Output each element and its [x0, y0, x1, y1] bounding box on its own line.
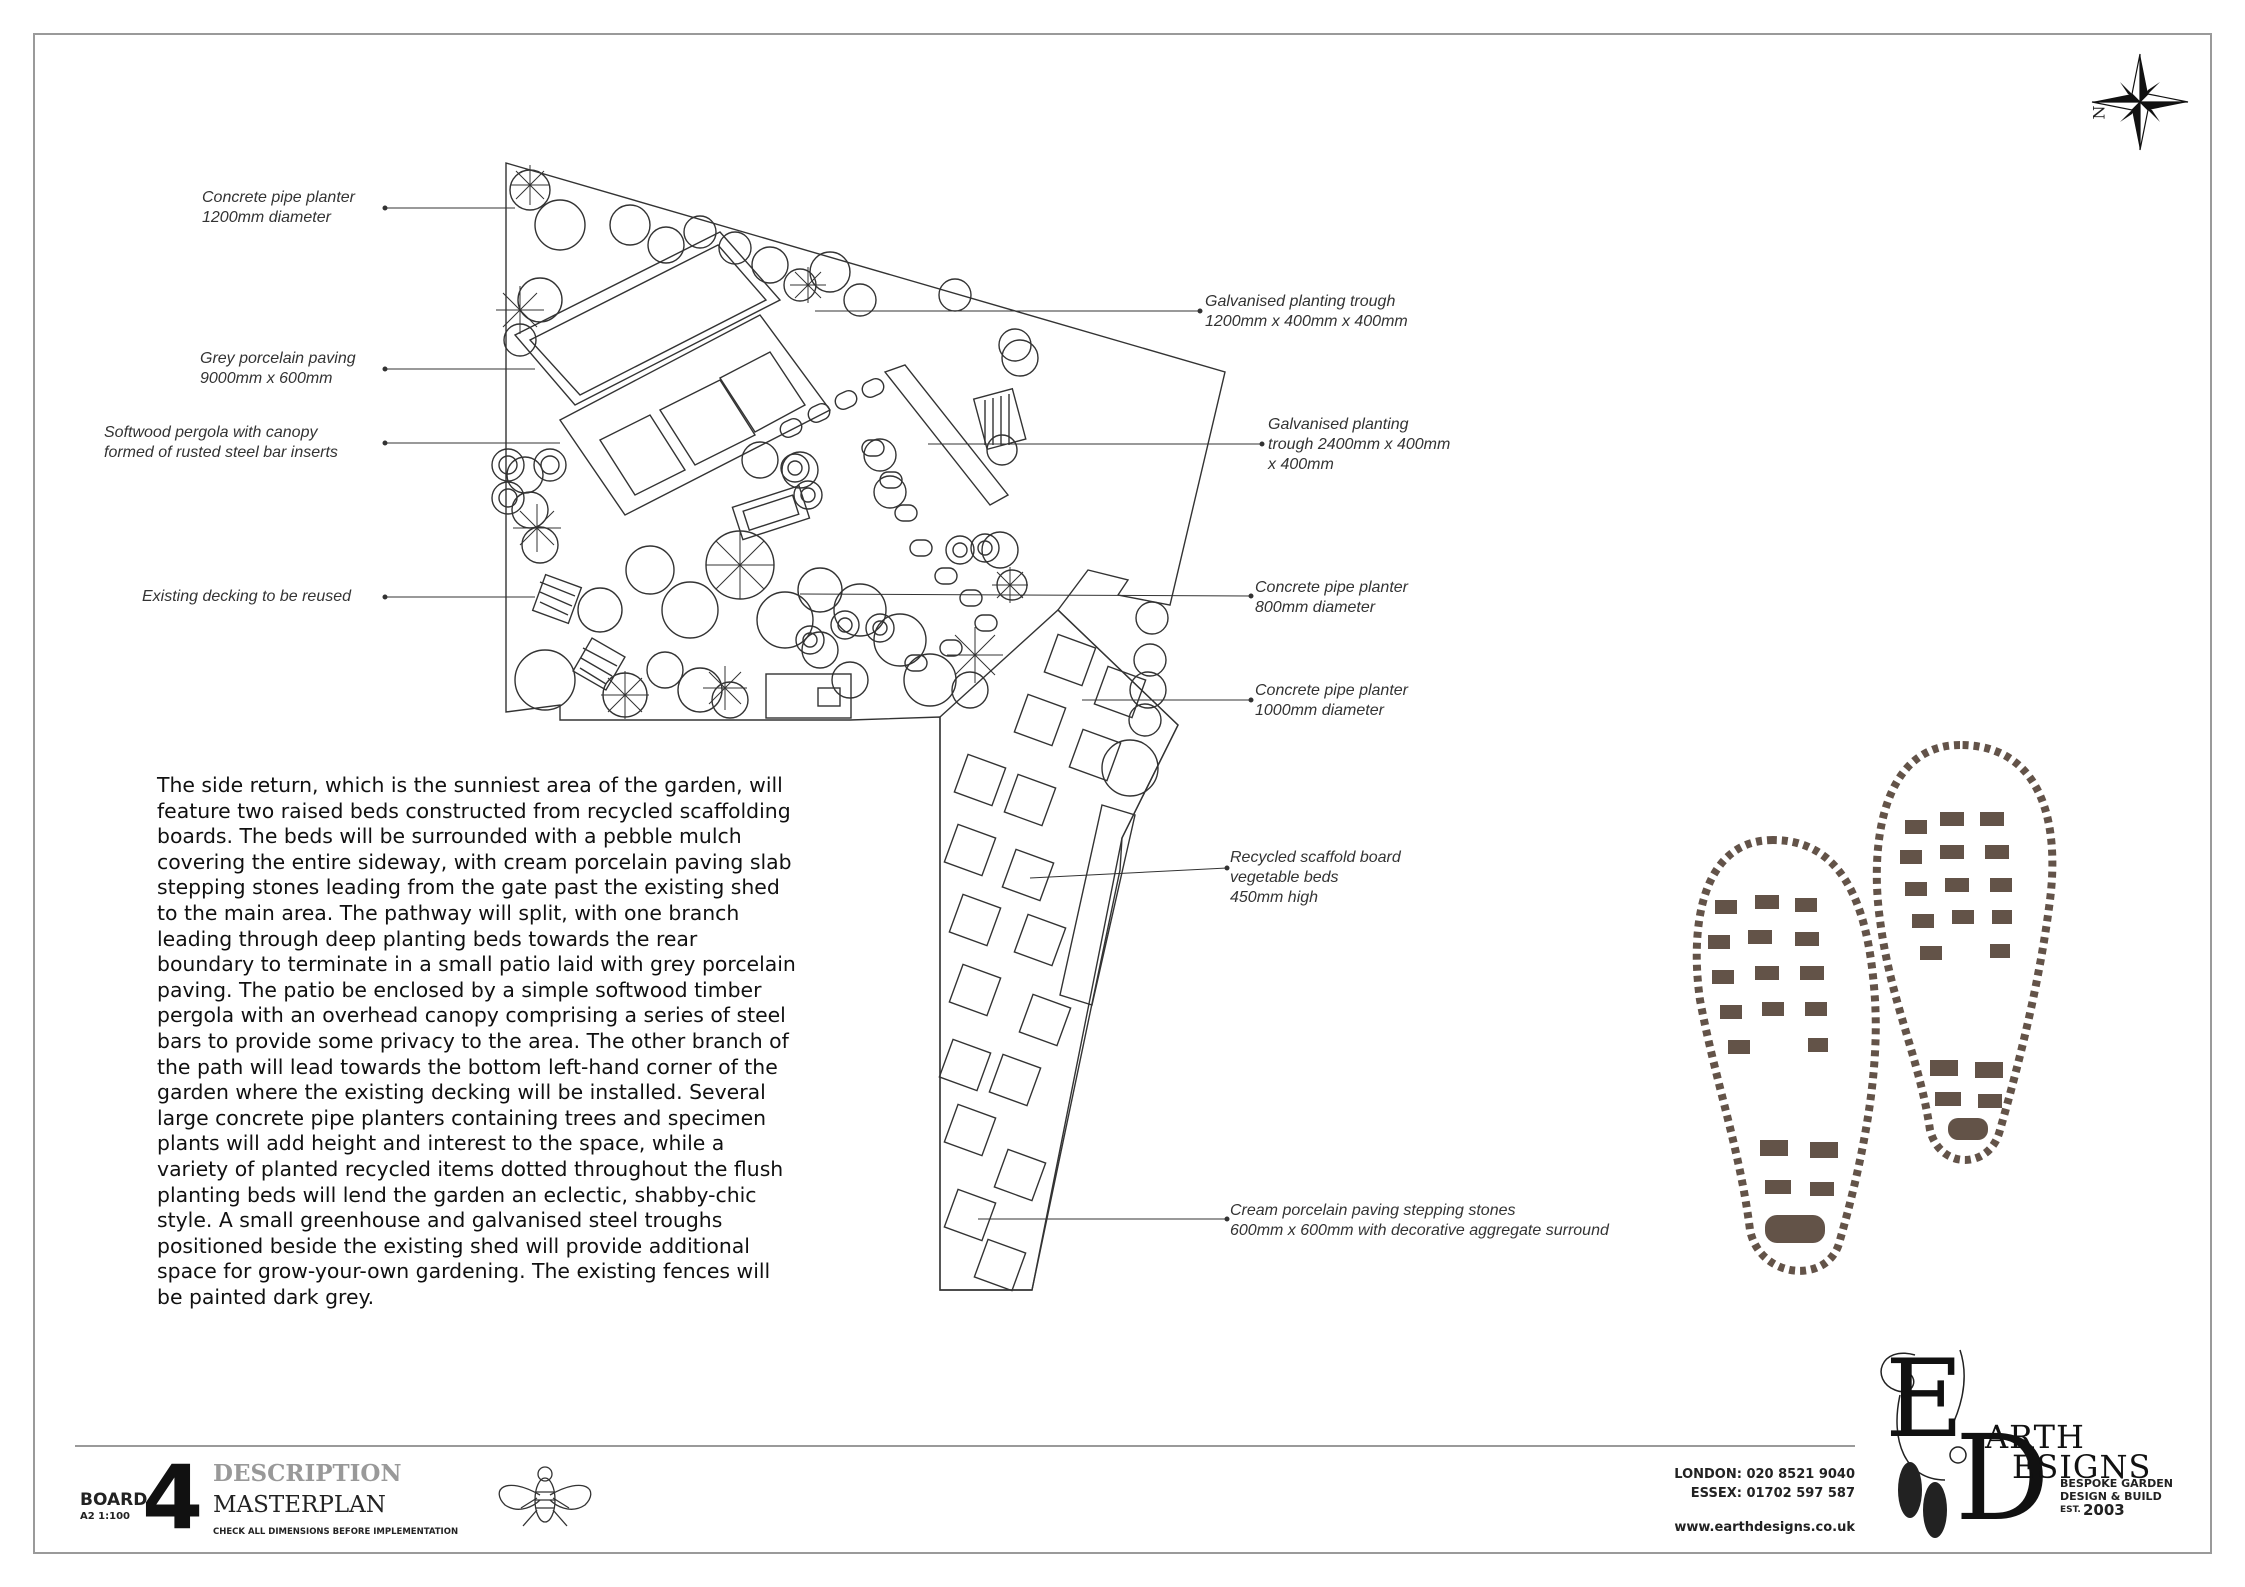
garden-boundary	[505, 162, 1226, 1291]
existing-decking-2	[572, 637, 626, 691]
planter-box	[765, 673, 852, 719]
sheet-title: DESCRIPTION	[213, 1460, 402, 1487]
concrete-pipe-planters	[491, 448, 1000, 655]
specimen-plants	[496, 165, 1028, 719]
brand-tagline-2: DESIGN & BUILD	[2060, 1490, 2162, 1503]
board-scale: A2 1:100	[80, 1511, 131, 1522]
label-scaffold-veg-beds: Recycled scaffold board vegetable beds 4…	[1230, 849, 1401, 906]
label-pipe-planter-1200: Concrete pipe planter 1200mm diameter	[202, 189, 355, 226]
label-trough-1200: Galvanised planting trough 1200mm x 400m…	[1205, 293, 1408, 330]
website-link[interactable]: www.earthdesigns.co.uk	[1674, 1520, 1855, 1535]
brand-year: 2003	[2083, 1501, 2125, 1519]
compass-north-label: N	[2089, 105, 2109, 120]
check-dimensions-note: CHECK ALL DIMENSIONS BEFORE IMPLEMENTATI…	[213, 1527, 459, 1537]
brand-swirl	[1880, 1349, 1967, 1481]
label-pipe-planter-1000: Concrete pipe planter 1000mm diameter	[1255, 682, 1408, 719]
veg-bed-1	[1059, 804, 1136, 1006]
sheet-border	[33, 33, 2212, 1554]
stepping-stones-main	[779, 378, 998, 672]
label-pipe-planter-800: Concrete pipe planter 800mm diameter	[1255, 579, 1408, 616]
phone-london: LONDON: 020 8521 9040	[1674, 1467, 1855, 1482]
trough-2400	[883, 364, 1010, 506]
brand-footprints	[1898, 1462, 1947, 1538]
label-trough-2400: Galvanised planting trough 2400mm x 400m…	[1268, 416, 1451, 473]
brand-esigns: ESIGNS	[2012, 1448, 2152, 1486]
leader-lines	[382, 205, 1265, 1222]
trough-1200	[731, 484, 811, 541]
label-softwood-pergola: Softwood pergola with canopy formed of r…	[104, 424, 338, 461]
brand-arth: ARTH	[1985, 1418, 2085, 1456]
label-stepping-stones: Cream porcelain paving stepping stones 6…	[1230, 1202, 1609, 1239]
side-return	[939, 609, 1179, 1291]
label-existing-decking: Existing decking to be reused	[142, 588, 352, 605]
pergola	[513, 231, 782, 406]
description-paragraph: The side return, which is the sunniest a…	[157, 773, 796, 1309]
board-number: 4	[142, 1446, 204, 1549]
footer-divider	[75, 1445, 1855, 1447]
brand-tagline-1: BESPOKE GARDEN	[2060, 1477, 2173, 1490]
brand-letter-e: E	[1885, 1337, 1964, 1462]
sheet-subtitle: MASTERPLAN	[213, 1492, 386, 1518]
stepping-stones-side	[938, 633, 1147, 1292]
phone-essex: ESSEX: 01702 597 587	[1690, 1486, 1855, 1501]
bee-icon	[498, 1466, 592, 1527]
compass-rose	[2091, 53, 2189, 151]
footprints-illustration	[1692, 740, 2057, 1275]
greenhouse	[972, 387, 1027, 451]
existing-decking-1	[531, 573, 583, 625]
brand-est: EST.	[2060, 1505, 2081, 1515]
board-label: BOARD	[80, 1490, 148, 1510]
brand-letter-d: D	[1955, 1409, 2050, 1547]
label-grey-porcelain-paving: Grey porcelain paving 9000mm x 600mm	[200, 350, 356, 387]
